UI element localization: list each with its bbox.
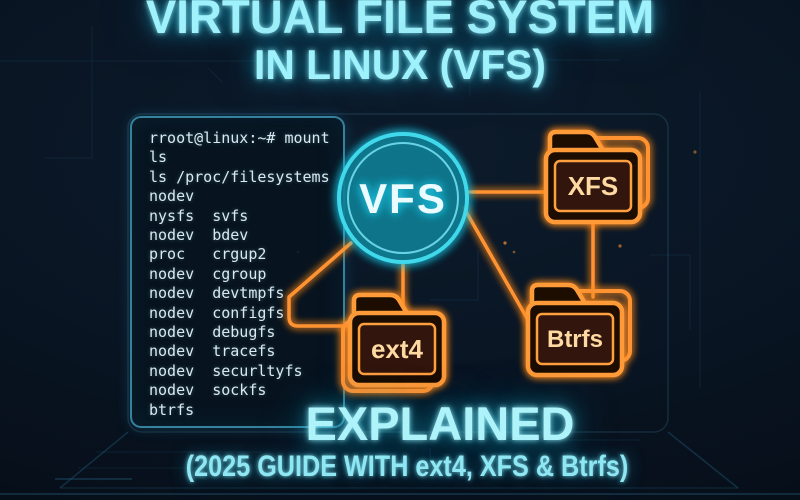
terminal-line: nodev tracefs: [149, 342, 276, 361]
folder-inner-panel: [535, 312, 615, 366]
folder-back-sheet: [538, 289, 632, 363]
terminal-line: nodev securltyfs: [149, 361, 303, 380]
folder-label-ext4: ext4: [371, 334, 424, 364]
terminal-line: proc crgup2: [149, 245, 267, 264]
vfs-node-label: VFS: [359, 175, 447, 222]
terminal-line: nodev debugfs: [149, 323, 276, 342]
title-line-2: IN LINUX (VFS): [254, 41, 546, 88]
poster-title: VIRTUAL FILE SYSTEM IN LINUX (VFS): [0, 0, 800, 88]
footer-subtitle: (2025 GUIDE WITH ext4, XFS & Btrfs): [185, 450, 629, 483]
footer-headline: EXPLAINED: [305, 397, 575, 450]
accent-dots: [296, 150, 697, 254]
terminal-line: nysfs svfs: [149, 206, 249, 225]
terminal-line: ls: [149, 148, 168, 167]
terminal-line: rroot@linux:~# mount: [149, 129, 330, 147]
folder-ext4: ext4: [341, 292, 447, 393]
folder-inner-panel: [553, 159, 633, 213]
folder-label-btrfs: Btrfs: [547, 326, 603, 353]
folder-back-sheet: [341, 319, 435, 393]
folder-body: [347, 310, 447, 388]
terminal-line: nodev sockfs: [149, 381, 267, 400]
terminal-line: btrfs: [149, 400, 195, 419]
folder-tab: [351, 292, 411, 318]
folder-tab: [529, 282, 589, 308]
folder-btrfs: Btrfs: [525, 282, 632, 378]
folder-inner-panel: [357, 322, 437, 376]
terminal-line: nodev cgroup: [149, 264, 267, 283]
folder-body: [525, 300, 625, 378]
terminal-line: nodev devtmpfs: [149, 284, 285, 303]
terminal-line: nodev configfs: [149, 303, 285, 322]
terminal-line: nodev: [149, 187, 195, 206]
folder-back-sheet: [556, 136, 650, 210]
vfs-outer-ring: [337, 132, 469, 264]
terminal-line: ls /proc/filesystems: [149, 167, 330, 186]
folder-body: [543, 147, 643, 225]
vfs-inner-ring: [347, 142, 459, 254]
folder-xfs: XFS: [543, 129, 650, 225]
vfs-node: VFS: [337, 132, 469, 264]
terminal-line: nodev bdev: [149, 226, 249, 245]
folder-label-xfs: XFS: [568, 171, 619, 201]
connector-vfs-btrfs: [462, 206, 530, 322]
folder-tab: [547, 129, 607, 155]
title-line-1: VIRTUAL FILE SYSTEM: [145, 0, 655, 43]
